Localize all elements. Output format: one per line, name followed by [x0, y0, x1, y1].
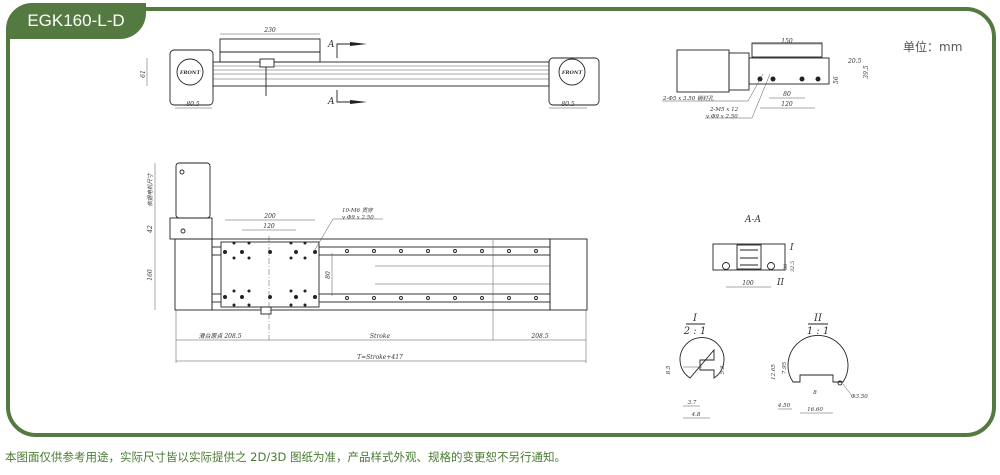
- svg-text:200: 200: [263, 213, 276, 220]
- svg-text:I: I: [692, 313, 698, 324]
- svg-text:80: 80: [325, 271, 332, 279]
- svg-text:I: I: [789, 243, 794, 253]
- svg-text:120: 120: [263, 223, 275, 230]
- svg-text:Φ3.50: Φ3.50: [851, 394, 868, 400]
- side-view: 150 20.5 39.5 56 80 120 2-Φ5 x 3.50 销钉孔 …: [662, 38, 870, 120]
- svg-text:v Φ9 x 2.50: v Φ9 x 2.50: [706, 114, 738, 120]
- svg-text:10-M6 贯穿: 10-M6 贯穿: [342, 207, 374, 214]
- left-end-block: [174, 238, 213, 311]
- svg-text:A-A: A-A: [744, 215, 762, 225]
- svg-text:依据电机尺寸: 依据电机尺寸: [147, 172, 154, 207]
- svg-text:滑台原点 208.5: 滑台原点 208.5: [198, 332, 241, 340]
- detail-ii: II 1 : 1 12.65 7.95 8 4.50 16.60 Φ3.50: [771, 313, 868, 414]
- svg-text:120: 120: [781, 101, 793, 108]
- svg-text:39.5: 39.5: [863, 65, 870, 79]
- svg-text:80: 80: [783, 91, 791, 98]
- top-view: FRONT FRONT 230 61 80.5 80.5 A A: [140, 27, 600, 109]
- svg-text:7.95: 7.95: [782, 361, 788, 374]
- detail-i: I 2 : 1 8.5 5.3 3.7 4.8: [666, 313, 726, 419]
- svg-text:Stroke: Stroke: [370, 333, 391, 340]
- svg-text:T=Stroke+417: T=Stroke+417: [357, 354, 403, 361]
- svg-text:208.5: 208.5: [530, 333, 548, 340]
- svg-text:2-M5 x 12: 2-M5 x 12: [709, 107, 739, 113]
- svg-text:A: A: [327, 97, 335, 107]
- motor-end-block: [169, 49, 214, 106]
- svg-text:80.5: 80.5: [561, 101, 575, 108]
- svg-text:3.7: 3.7: [688, 400, 697, 406]
- svg-text:4.8: 4.8: [691, 412, 701, 418]
- svg-text:150: 150: [781, 38, 793, 45]
- svg-text:61: 61: [140, 70, 147, 78]
- svg-text:32.5: 32.5: [790, 261, 796, 272]
- svg-text:100: 100: [742, 280, 754, 287]
- right-end-block: [549, 238, 588, 311]
- motor: [676, 49, 730, 93]
- svg-text:8: 8: [813, 390, 817, 396]
- front-logo-icon: [558, 58, 586, 86]
- plan-view: 200 120 10-M6 贯穿 v Φ9 x 2.50 80 依据电机尺寸 4…: [147, 162, 588, 363]
- drawing-frame: [6, 7, 996, 437]
- carriage: [751, 42, 823, 58]
- svg-text:160: 160: [147, 269, 154, 281]
- svg-text:5.3: 5.3: [720, 365, 726, 374]
- svg-text:230: 230: [263, 27, 276, 34]
- svg-text:A: A: [327, 40, 335, 50]
- sensor-block: [259, 58, 275, 68]
- svg-text:42: 42: [147, 225, 154, 234]
- svg-text:12.65: 12.65: [771, 364, 777, 380]
- carriage: [219, 38, 321, 63]
- svg-text:II: II: [813, 313, 823, 324]
- svg-text:8.5: 8.5: [666, 365, 672, 374]
- svg-text:v Φ9 x 2.50: v Φ9 x 2.50: [342, 215, 374, 221]
- svg-text:FRONT: FRONT: [561, 70, 584, 76]
- section-profile: [712, 243, 786, 271]
- svg-text:2-Φ5 x 3.50 销钉孔: 2-Φ5 x 3.50 销钉孔: [662, 95, 714, 102]
- model-title: EGK160-L-D: [6, 3, 146, 39]
- svg-text:56: 56: [833, 76, 840, 84]
- unit-label: 单位：mm: [903, 40, 963, 54]
- svg-text:80.5: 80.5: [186, 101, 200, 108]
- svg-text:30: 30: [783, 263, 789, 270]
- body: [748, 57, 830, 85]
- front-logo-icon: [176, 58, 204, 86]
- disclaimer-note: 本图面仅供参考用途，实际尺寸皆以实际提供之 2D/3D 图纸为准，产品样式外观、…: [5, 450, 567, 464]
- svg-text:FRONT: FRONT: [179, 70, 202, 76]
- section-a-a: A-A I II 100 30 32.5: [712, 215, 796, 288]
- svg-text:4.50: 4.50: [777, 403, 791, 409]
- svg-text:1 : 1: 1 : 1: [807, 326, 829, 337]
- svg-text:II: II: [776, 278, 785, 288]
- right-end-block: [548, 57, 600, 106]
- svg-text:2 : 1: 2 : 1: [683, 326, 706, 337]
- svg-text:16.60: 16.60: [807, 407, 823, 413]
- motor: [175, 162, 211, 219]
- svg-text:20.5: 20.5: [847, 58, 862, 65]
